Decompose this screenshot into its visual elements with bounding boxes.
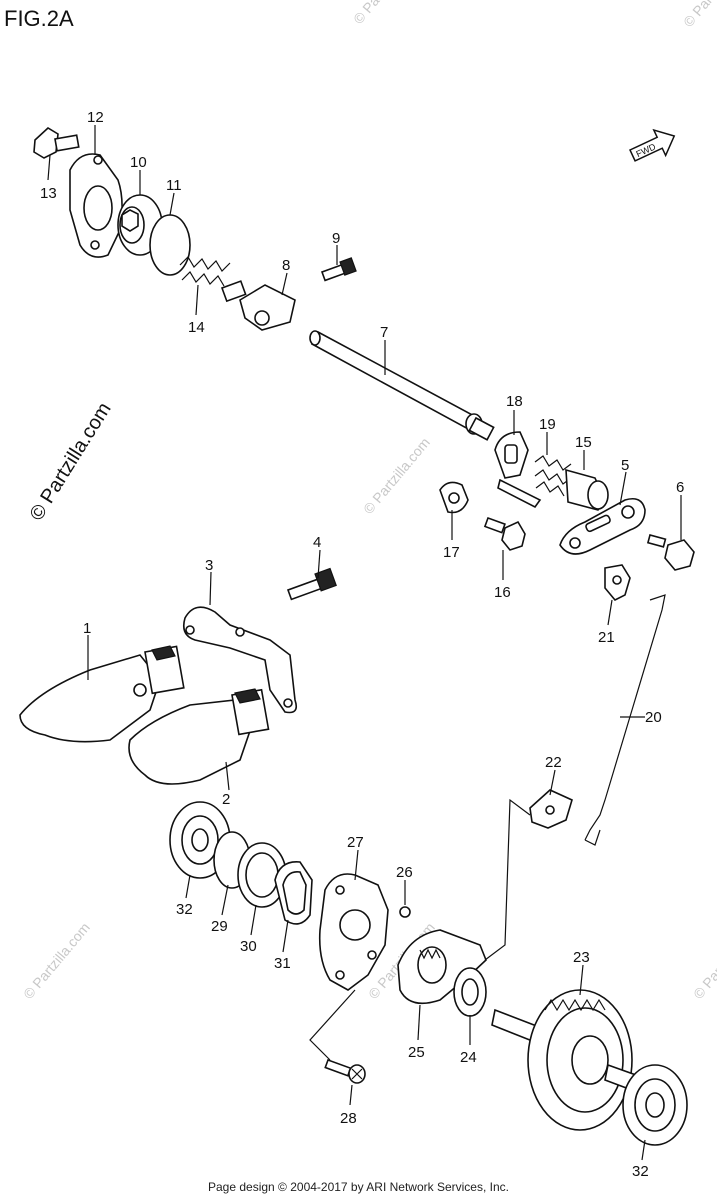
callout-31: 31 <box>274 955 291 972</box>
part-14-spring[interactable] <box>179 256 231 287</box>
watermark-faint: © Partzilla.com <box>360 434 433 517</box>
callout-1: 1 <box>83 620 91 637</box>
part-17-washer[interactable] <box>439 481 469 514</box>
callout-16: 16 <box>494 584 511 601</box>
part-13-bolt[interactable] <box>33 127 80 159</box>
part-11-o-ring[interactable] <box>149 214 191 276</box>
callout-29: 29 <box>211 918 228 935</box>
callout-3: 3 <box>205 557 213 574</box>
callout-20: 20 <box>645 709 662 726</box>
callout-23: 23 <box>573 949 590 966</box>
callout-17: 17 <box>443 544 460 561</box>
callout-27: 27 <box>347 834 364 851</box>
callout-28: 28 <box>340 1110 357 1127</box>
part-4-screw[interactable] <box>286 567 337 601</box>
callout-labels: 1 2 3 4 5 6 7 8 9 10 11 12 13 14 15 16 1… <box>40 109 684 1180</box>
callout-5: 5 <box>621 457 629 474</box>
part-18-plate[interactable] <box>494 431 542 509</box>
part-26-pin[interactable] <box>399 906 411 918</box>
callout-9: 9 <box>332 230 340 247</box>
callout-24: 24 <box>460 1049 477 1066</box>
part-20-rod[interactable] <box>584 594 666 846</box>
callout-2: 2 <box>222 791 230 808</box>
part-9-screw[interactable] <box>320 257 357 282</box>
watermark-main: © Partzilla.com <box>26 399 116 525</box>
part-30-seal[interactable] <box>237 842 287 908</box>
callout-8: 8 <box>282 257 290 274</box>
part-6-bolt[interactable] <box>646 534 695 571</box>
part-16-bolt[interactable] <box>483 516 526 551</box>
figure-title: FIG.2A <box>4 6 74 31</box>
callout-22: 22 <box>545 754 562 771</box>
callout-30: 30 <box>240 938 257 955</box>
callout-26: 26 <box>396 864 413 881</box>
footer-copyright: Page design © 2004-2017 by ARI Network S… <box>207 1180 509 1194</box>
callout-13: 13 <box>40 185 57 202</box>
callout-18: 18 <box>506 393 523 410</box>
callout-21: 21 <box>598 629 615 646</box>
part-5-lever[interactable] <box>559 497 646 555</box>
part-19-spring[interactable] <box>534 455 572 497</box>
callout-11: 11 <box>166 177 182 194</box>
fwd-arrow-icon: FWD <box>629 128 676 162</box>
part-7-shaft[interactable] <box>309 330 495 441</box>
callout-12: 12 <box>87 109 104 126</box>
part-31-gasket[interactable] <box>274 861 313 925</box>
part-27-housing[interactable] <box>318 873 389 991</box>
part-1-valve[interactable] <box>19 645 185 743</box>
watermark-faint-group: © Partzilla.com © Partzilla.com © Partzi… <box>20 0 717 1002</box>
watermark-faint: © Partzilla.com <box>20 919 93 1002</box>
callout-32-left: 32 <box>176 901 193 918</box>
part-2-valve[interactable] <box>128 688 270 785</box>
part-25-gear-sector[interactable] <box>397 929 487 1005</box>
callout-25: 25 <box>408 1044 425 1061</box>
watermark-faint: © Partzilla.com <box>690 919 717 1002</box>
watermark-faint: © Partzilla.com <box>680 0 717 30</box>
part-3-bracket[interactable] <box>182 606 298 714</box>
part-15-collar[interactable] <box>565 468 609 511</box>
part-22-clip[interactable] <box>529 789 573 829</box>
callout-10: 10 <box>130 154 147 171</box>
part-8-fork[interactable] <box>220 280 296 331</box>
callout-7: 7 <box>380 324 388 341</box>
part-12-gasket[interactable] <box>69 153 123 258</box>
part-32-bearing-right[interactable] <box>622 1064 688 1146</box>
part-24-washer[interactable] <box>453 967 487 1017</box>
callout-6: 6 <box>676 479 684 496</box>
callout-14: 14 <box>188 319 205 336</box>
callout-19: 19 <box>539 416 556 433</box>
callout-32-right: 32 <box>632 1163 649 1180</box>
part-21-clip[interactable] <box>604 564 631 601</box>
callout-4: 4 <box>313 534 321 551</box>
watermark-faint: © Partzilla.com <box>350 0 423 27</box>
leader-lines <box>47 125 682 1161</box>
part-28-screw[interactable] <box>324 1058 366 1084</box>
callout-15: 15 <box>575 434 592 451</box>
